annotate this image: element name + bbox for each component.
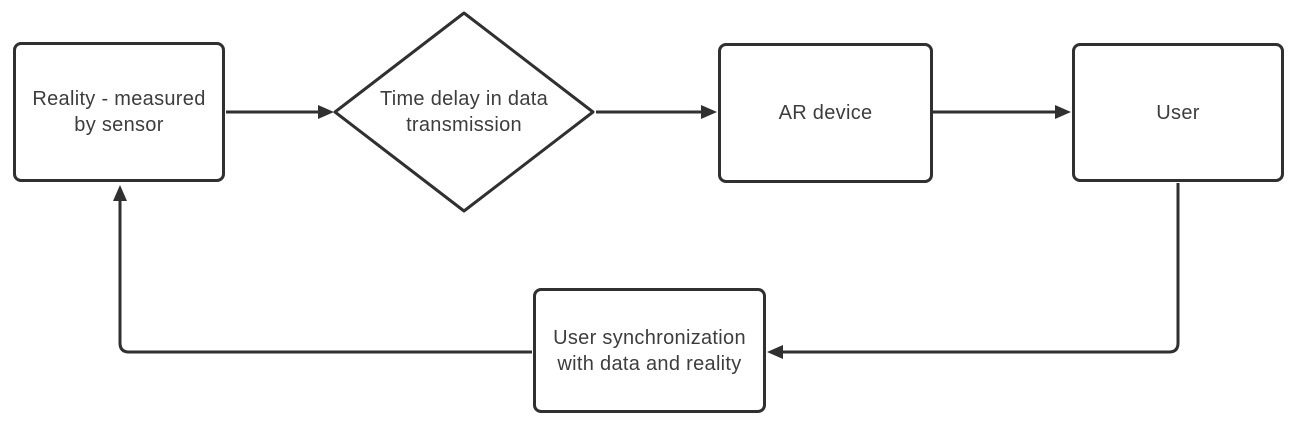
node-ar-device: AR device [718, 43, 933, 183]
node-reality-label: Reality - measured by sensor [32, 88, 206, 136]
node-time-delay-label: Time delay in data transmission [379, 88, 549, 136]
node-user-label: User [1156, 101, 1200, 124]
node-sync-label: User synchronization with data and reali… [553, 326, 746, 375]
node-sync: User synchronization with data and reali… [533, 288, 766, 413]
edge-user-to-sync [767, 183, 1180, 359]
node-reality: Reality - measured by sensor [13, 42, 225, 182]
edge-sync-to-reality [113, 185, 532, 354]
node-user: User [1072, 43, 1284, 182]
node-ar-device-label: AR device [778, 102, 873, 124]
node-time-delay-shape [333, 11, 595, 213]
